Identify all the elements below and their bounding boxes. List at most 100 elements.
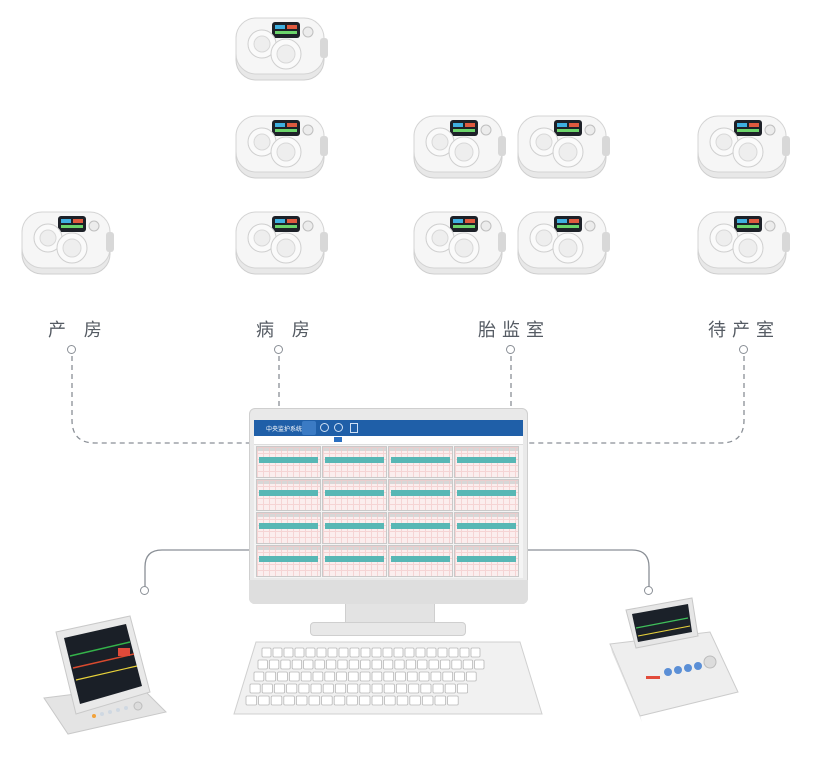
keyboard-key[interactable] <box>382 647 393 658</box>
keyboard-key[interactable] <box>269 659 280 670</box>
file-icon[interactable] <box>350 423 358 433</box>
keyboard-key[interactable] <box>265 671 276 682</box>
keyboard-key[interactable] <box>439 659 451 670</box>
keyboard-key[interactable] <box>335 683 347 694</box>
patient-tile[interactable] <box>256 512 321 544</box>
keyboard-key[interactable] <box>360 659 371 670</box>
keyboard-key[interactable] <box>348 671 359 682</box>
keyboard-key[interactable] <box>261 647 272 658</box>
patient-tile[interactable] <box>454 446 519 478</box>
patient-tile[interactable] <box>322 479 387 511</box>
keyboard-key[interactable] <box>310 683 322 694</box>
keyboard-key[interactable] <box>382 659 394 670</box>
keyboard-key[interactable] <box>272 647 283 658</box>
keyboard-key[interactable] <box>451 659 462 670</box>
keyboard-key[interactable] <box>421 695 434 706</box>
keyboard-key[interactable] <box>447 695 459 706</box>
toolbar-button[interactable] <box>334 437 342 442</box>
keyboard-key[interactable] <box>296 695 308 706</box>
keyboard-key[interactable] <box>303 659 314 670</box>
keyboard-key[interactable] <box>409 695 421 706</box>
keyboard-key[interactable] <box>437 647 448 658</box>
keyboard-key[interactable] <box>245 695 258 706</box>
keyboard-key[interactable] <box>349 647 360 658</box>
keyboard-key[interactable] <box>322 683 334 694</box>
patient-tile[interactable] <box>256 479 321 511</box>
keyboard-key[interactable] <box>371 647 382 658</box>
keyboard-key[interactable] <box>291 659 303 670</box>
patient-tile[interactable] <box>388 512 453 544</box>
keyboard-key[interactable] <box>333 695 346 706</box>
patient-tile[interactable] <box>256 545 321 577</box>
keyboard-key[interactable] <box>314 659 325 670</box>
patient-tile[interactable] <box>322 446 387 478</box>
patient-tile[interactable] <box>322 545 387 577</box>
keyboard-key[interactable] <box>289 671 300 682</box>
keyboard-key[interactable] <box>448 647 459 658</box>
home-icon[interactable] <box>302 421 316 435</box>
keyboard-key[interactable] <box>337 659 348 670</box>
keyboard-key[interactable] <box>347 683 359 694</box>
keyboard-key[interactable] <box>394 659 405 670</box>
keyboard-key[interactable] <box>327 647 338 658</box>
keyboard-key[interactable] <box>470 647 481 658</box>
keyboard-key[interactable] <box>456 683 468 694</box>
keyboard-key[interactable] <box>465 671 477 682</box>
keyboard-key[interactable] <box>395 671 406 682</box>
patient-tile[interactable] <box>454 479 519 511</box>
keyboard-key[interactable] <box>417 659 428 670</box>
keyboard-key[interactable] <box>316 647 327 658</box>
keyboard-key[interactable] <box>346 695 358 706</box>
keyboard-key[interactable] <box>462 659 473 670</box>
keyboard-key[interactable] <box>300 671 312 682</box>
keyboard-key[interactable] <box>359 671 371 682</box>
keyboard-key[interactable] <box>393 647 404 658</box>
keyboard-key[interactable] <box>249 683 261 694</box>
keyboard-key[interactable] <box>406 671 418 682</box>
keyboard-key[interactable] <box>258 695 270 706</box>
keyboard-key[interactable] <box>444 683 456 694</box>
keyboard-key[interactable] <box>371 695 384 706</box>
keyboard-key[interactable] <box>298 683 310 694</box>
keyboard-key[interactable] <box>396 695 409 706</box>
keyboard-key[interactable] <box>454 671 465 682</box>
keyboard-key[interactable] <box>383 671 395 682</box>
keyboard-key[interactable] <box>283 695 295 706</box>
keyboard-key[interactable] <box>459 647 470 658</box>
keyboard-key[interactable] <box>312 671 324 682</box>
keyboard-key[interactable] <box>253 671 265 682</box>
keyboard-key[interactable] <box>405 659 416 670</box>
settings-icon[interactable] <box>334 423 343 432</box>
keyboard-key[interactable] <box>277 671 288 682</box>
keyboard-key[interactable] <box>383 683 395 694</box>
keyboard-key[interactable] <box>442 671 454 682</box>
keyboard-key[interactable] <box>360 647 371 658</box>
keyboard-key[interactable] <box>280 659 291 670</box>
keyboard-key[interactable] <box>474 659 485 670</box>
keyboard-key[interactable] <box>371 671 383 682</box>
keyboard-key[interactable] <box>338 647 349 658</box>
search-icon[interactable] <box>320 423 329 432</box>
keyboard-key[interactable] <box>395 683 407 694</box>
keyboard-key[interactable] <box>434 695 447 706</box>
keyboard-key[interactable] <box>408 683 420 694</box>
keyboard-key[interactable] <box>359 695 371 706</box>
keyboard-key[interactable] <box>348 659 359 670</box>
keyboard-key[interactable] <box>261 683 273 694</box>
keyboard-key[interactable] <box>283 647 294 658</box>
keyboard-key[interactable] <box>371 659 382 670</box>
keyboard-key[interactable] <box>359 683 371 694</box>
patient-tile[interactable] <box>388 545 453 577</box>
patient-tile[interactable] <box>322 512 387 544</box>
patient-tile[interactable] <box>454 512 519 544</box>
keyboard-key[interactable] <box>321 695 333 706</box>
keyboard-key[interactable] <box>270 695 283 706</box>
keyboard-key[interactable] <box>324 671 336 682</box>
keyboard-key[interactable] <box>308 695 321 706</box>
keyboard-key[interactable] <box>286 683 298 694</box>
keyboard-key[interactable] <box>305 647 316 658</box>
patient-tile[interactable] <box>256 446 321 478</box>
keyboard-key[interactable] <box>404 647 415 658</box>
keyboard-key[interactable] <box>274 683 286 694</box>
keyboard-key[interactable] <box>428 659 439 670</box>
